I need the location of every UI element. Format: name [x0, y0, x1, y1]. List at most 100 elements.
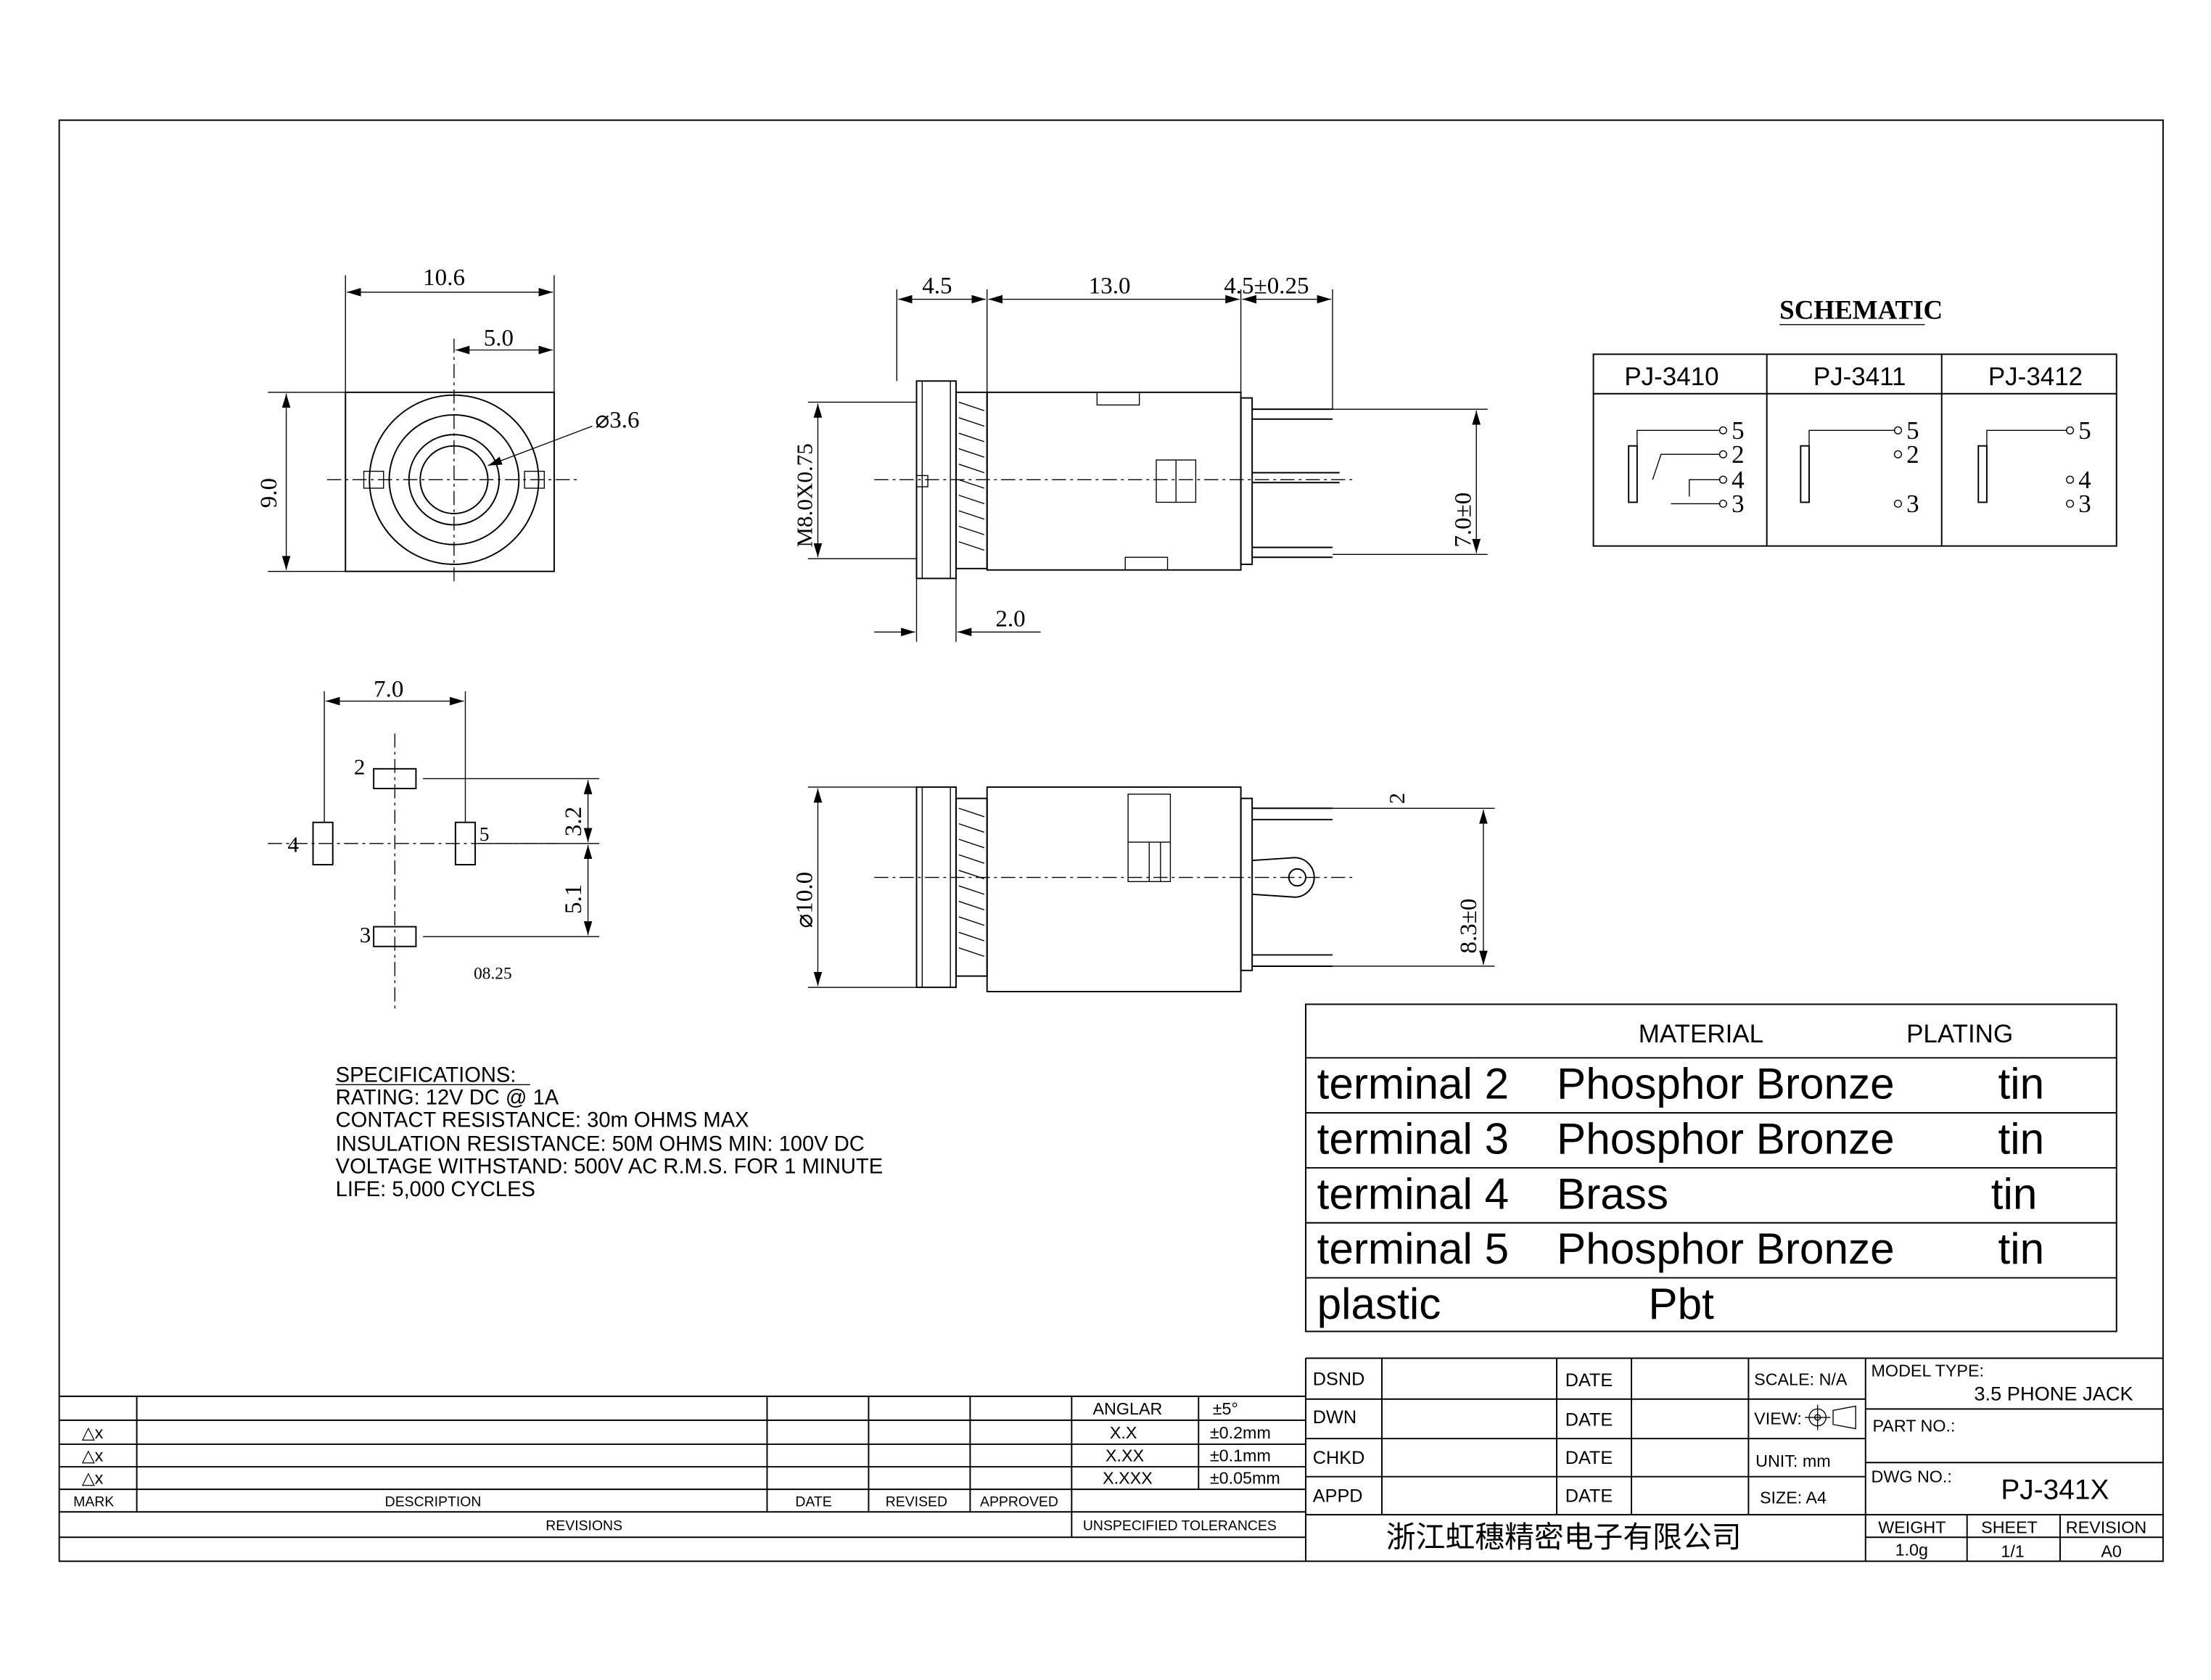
revision-header-approved: APPROVED — [980, 1494, 1058, 1510]
svg-text:5: 5 — [1906, 416, 1919, 445]
revision-block: △x △x △x MARK DESCRIPTION DATE REVISED A… — [59, 1395, 1306, 1539]
pad-label-2: 2 — [354, 754, 366, 780]
schematic-model-2: PJ-3411 — [1813, 363, 1906, 391]
revision-header-mark: MARK — [73, 1494, 114, 1510]
dim-flange-label: 2.0 — [995, 606, 1025, 633]
revision-value: A0 — [2101, 1541, 2122, 1560]
tolerance-label: X.XX — [1106, 1446, 1145, 1465]
company-name: 浙江虹穗精密电子有限公司 — [1386, 1520, 1742, 1554]
svg-text:5: 5 — [1732, 416, 1744, 445]
pad-label-3: 3 — [360, 922, 371, 947]
material-row-material: Phosphor Bronze — [1557, 1224, 1895, 1273]
dim-pitch-y1-label: 3.2 — [561, 807, 587, 836]
dim-width-label: 10.6 — [423, 265, 465, 291]
schematic: SCHEMATIC PJ-3410 PJ-3411 PJ-3412 5 2 4 … — [1592, 295, 2117, 547]
footprint-view: 2 4 5 3 7.0 3.2 5.1 08.25 — [268, 677, 600, 1009]
dwg-no-value: PJ-341X — [2001, 1475, 2109, 1506]
dim-thread-label: M8.0X0.75 — [792, 443, 818, 547]
schematic-model-1: PJ-3410 — [1624, 363, 1718, 391]
spec-line-5: LIFE: 5,000 CYCLES — [336, 1178, 535, 1201]
size-label: SIZE: A4 — [1760, 1488, 1827, 1507]
material-row-part: plastic — [1317, 1279, 1441, 1328]
view-label: VIEW: — [1754, 1409, 1802, 1428]
dim-height-label: 9.0 — [256, 478, 282, 508]
chkd-label: CHKD — [1313, 1448, 1365, 1468]
schematic-table — [1592, 353, 2117, 547]
material-row-plating: tin — [1998, 1114, 2044, 1164]
dim-pitch-x-label: 7.0 — [374, 677, 403, 703]
dim-body-label: 13.0 — [1089, 273, 1131, 300]
revision-header-revised: REVISED — [886, 1494, 947, 1510]
front-view: 10.6 5.0 9.0 ⌀3.6 — [256, 265, 640, 586]
revisions-footer: REVISIONS — [545, 1518, 622, 1534]
pad-label-4: 4 — [288, 832, 300, 857]
pad-label-5: 5 — [479, 823, 490, 845]
schematic-model-3: PJ-3412 — [1988, 363, 2083, 391]
revision-label: REVISION — [2066, 1518, 2146, 1536]
material-row-part: terminal 3 — [1317, 1114, 1510, 1164]
side-view-body — [986, 391, 1242, 571]
material-row-part: terminal 4 — [1317, 1169, 1510, 1218]
part-no-label: PART NO.: — [1872, 1416, 1955, 1435]
tolerance-value: ±0.1mm — [1210, 1446, 1271, 1465]
material-row-plating: tin — [1991, 1169, 2038, 1218]
tolerance-value: ±0.2mm — [1210, 1423, 1271, 1442]
bottom-view: ⌀10.0 2 8.3±0 — [792, 786, 1495, 992]
side-view: 4.5 13.0 4.5±0.25 M8.0X0.75 2.0 7.0±0 — [792, 273, 1488, 642]
tolerance-label: ANGLAR — [1093, 1399, 1163, 1418]
material-row-plating: tin — [1998, 1224, 2044, 1273]
svg-text:3: 3 — [2078, 490, 2091, 518]
pad-3 — [373, 926, 417, 947]
pad-note: 08.25 — [474, 964, 511, 983]
specifications: SPECIFICATIONS: RATING: 12V DC @ 1A CONT… — [336, 1063, 884, 1201]
material-row-material: Phosphor Bronze — [1557, 1059, 1895, 1108]
revision-header-description: DESCRIPTION — [385, 1494, 482, 1510]
svg-text:2: 2 — [1906, 440, 1919, 469]
material-row-material: Phosphor Bronze — [1557, 1114, 1895, 1164]
svg-text:3: 3 — [1732, 490, 1744, 518]
material-table: MATERIAL PLATING terminal 2 Phosphor Bro… — [1305, 1003, 2117, 1333]
unit-label: UNIT: mm — [1755, 1452, 1831, 1470]
weight-label: WEIGHT — [1878, 1518, 1946, 1536]
material-row-plating: tin — [1998, 1059, 2044, 1108]
date-label: DATE — [1565, 1410, 1613, 1430]
dim-bore-leader — [487, 425, 593, 466]
third-angle-projection-icon — [1805, 1404, 1856, 1430]
pad-4 — [312, 821, 334, 865]
dim-height2-label: 8.3±0 — [1456, 899, 1482, 954]
spec-title: SPECIFICATIONS: — [336, 1063, 516, 1087]
revision-mark: △x — [82, 1468, 104, 1487]
date-label: DATE — [1565, 1370, 1613, 1391]
dim-pitch-y2-label: 5.1 — [561, 884, 587, 914]
spec-line-1: RATING: 12V DC @ 1A — [336, 1086, 559, 1109]
title-block: DSND DWN CHKD APPD DATE DATE DATE DATE S… — [1305, 1357, 2163, 1562]
dim-tab-label: 2 — [1384, 793, 1409, 804]
weight-value: 1.0g — [1895, 1541, 1928, 1560]
tolerance-label: X.X — [1110, 1423, 1137, 1442]
spec-line-2: CONTACT RESISTANCE: 30m OHMS MAX — [336, 1109, 749, 1132]
material-header: MATERIAL — [1639, 1020, 1763, 1048]
dim-pin-spacing-label: 7.0±0 — [1450, 493, 1476, 548]
svg-text:4: 4 — [2078, 466, 2091, 494]
svg-text:2: 2 — [1732, 440, 1744, 469]
revision-mark: △x — [82, 1446, 104, 1465]
schematic-title: SCHEMATIC — [1779, 295, 1943, 325]
tolerance-value: ±5° — [1213, 1399, 1238, 1418]
spec-line-4: VOLTAGE WITHSTAND: 500V AC R.M.S. FOR 1 … — [336, 1156, 884, 1179]
dwg-no-label: DWG NO.: — [1872, 1467, 1952, 1486]
tolerances-footer: UNSPECIFIED TOLERANCES — [1083, 1518, 1277, 1534]
sheet-value: 1/1 — [2001, 1541, 2024, 1560]
date-label: DATE — [1565, 1448, 1613, 1468]
drawing-border — [58, 119, 2164, 1562]
dim-nut-label: 4.5 — [922, 273, 952, 300]
dwn-label: DWN — [1313, 1407, 1356, 1428]
appd-label: APPD — [1313, 1486, 1363, 1507]
dim-pins-label: 4.5±0.25 — [1224, 273, 1309, 300]
dim-diameter-label: ⌀10.0 — [792, 872, 818, 928]
dsnd-label: DSND — [1313, 1369, 1365, 1389]
revision-header-date: DATE — [795, 1494, 831, 1510]
side-view-key — [915, 474, 929, 487]
model-type-label: MODEL TYPE: — [1872, 1362, 1984, 1380]
material-row-part: terminal 2 — [1317, 1059, 1510, 1108]
